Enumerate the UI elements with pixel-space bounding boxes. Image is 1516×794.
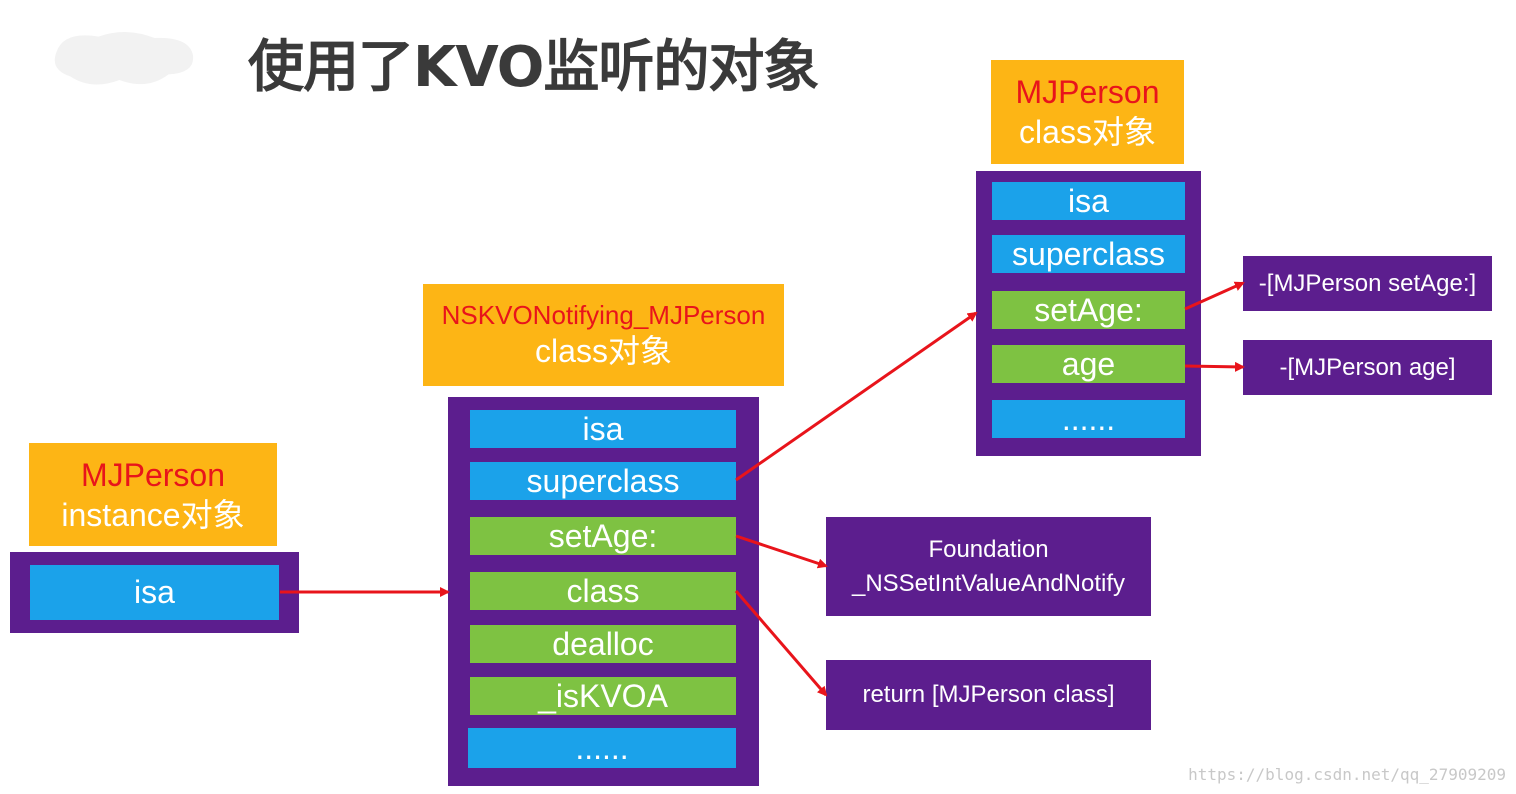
- foundation-line-2: _NSSetIntValueAndNotify: [851, 569, 1126, 597]
- kvo-field-iskvoa: _isKVOA: [470, 677, 736, 715]
- decorative-blob: [54, 32, 194, 85]
- return-class-note: return [MJPerson class]: [826, 660, 1151, 730]
- kvo-field-setage: setAge:: [470, 517, 736, 555]
- person-field-ellipsis: ......: [992, 400, 1185, 438]
- kvo-field-dealloc: dealloc: [470, 625, 736, 663]
- instance-class-name: MJPerson: [80, 456, 226, 493]
- instance-object-header: MJPerson instance对象: [29, 443, 277, 546]
- arrow-person-age-to-impl: [1184, 361, 1245, 372]
- age-impl-note: -[MJPerson age]: [1243, 340, 1492, 395]
- kvo-field-class: class: [470, 572, 736, 610]
- person-class-name: MJPerson: [1015, 74, 1160, 110]
- person-field-isa: isa: [992, 182, 1185, 220]
- person-field-setage: setAge:: [992, 291, 1185, 329]
- kvo-kind-label: class对象: [535, 333, 672, 370]
- instance-field-isa: isa: [30, 565, 279, 620]
- kvo-field-isa: isa: [470, 410, 736, 448]
- kvo-field-ellipsis: ......: [468, 728, 736, 768]
- setage-impl-note: -[MJPerson setAge:]: [1243, 256, 1492, 311]
- person-field-superclass: superclass: [992, 235, 1185, 273]
- page-title: 使用了KVO监听的对象: [248, 35, 819, 100]
- arrow-class-to-return: [734, 590, 828, 697]
- kvo-class-name: NSKVONotifying_MJPerson: [441, 299, 766, 330]
- arrow-setage-to-foundation: [735, 534, 828, 569]
- instance-kind-label: instance对象: [61, 496, 245, 533]
- arrow-person-setage-to-impl: [1184, 281, 1245, 311]
- foundation-line-1: Foundation: [928, 535, 1049, 563]
- foundation-note: Foundation _NSSetIntValueAndNotify: [826, 517, 1151, 616]
- person-kind-label: class对象: [1019, 114, 1156, 150]
- person-field-age: age: [992, 345, 1185, 383]
- kvo-class-header: NSKVONotifying_MJPerson class对象: [423, 284, 784, 386]
- watermark: https://blog.csdn.net/qq_27909209: [1188, 765, 1506, 784]
- kvo-field-superclass: superclass: [470, 462, 736, 500]
- arrow-superclass-to-person-class: [735, 311, 978, 482]
- person-class-header: MJPerson class对象: [991, 60, 1184, 164]
